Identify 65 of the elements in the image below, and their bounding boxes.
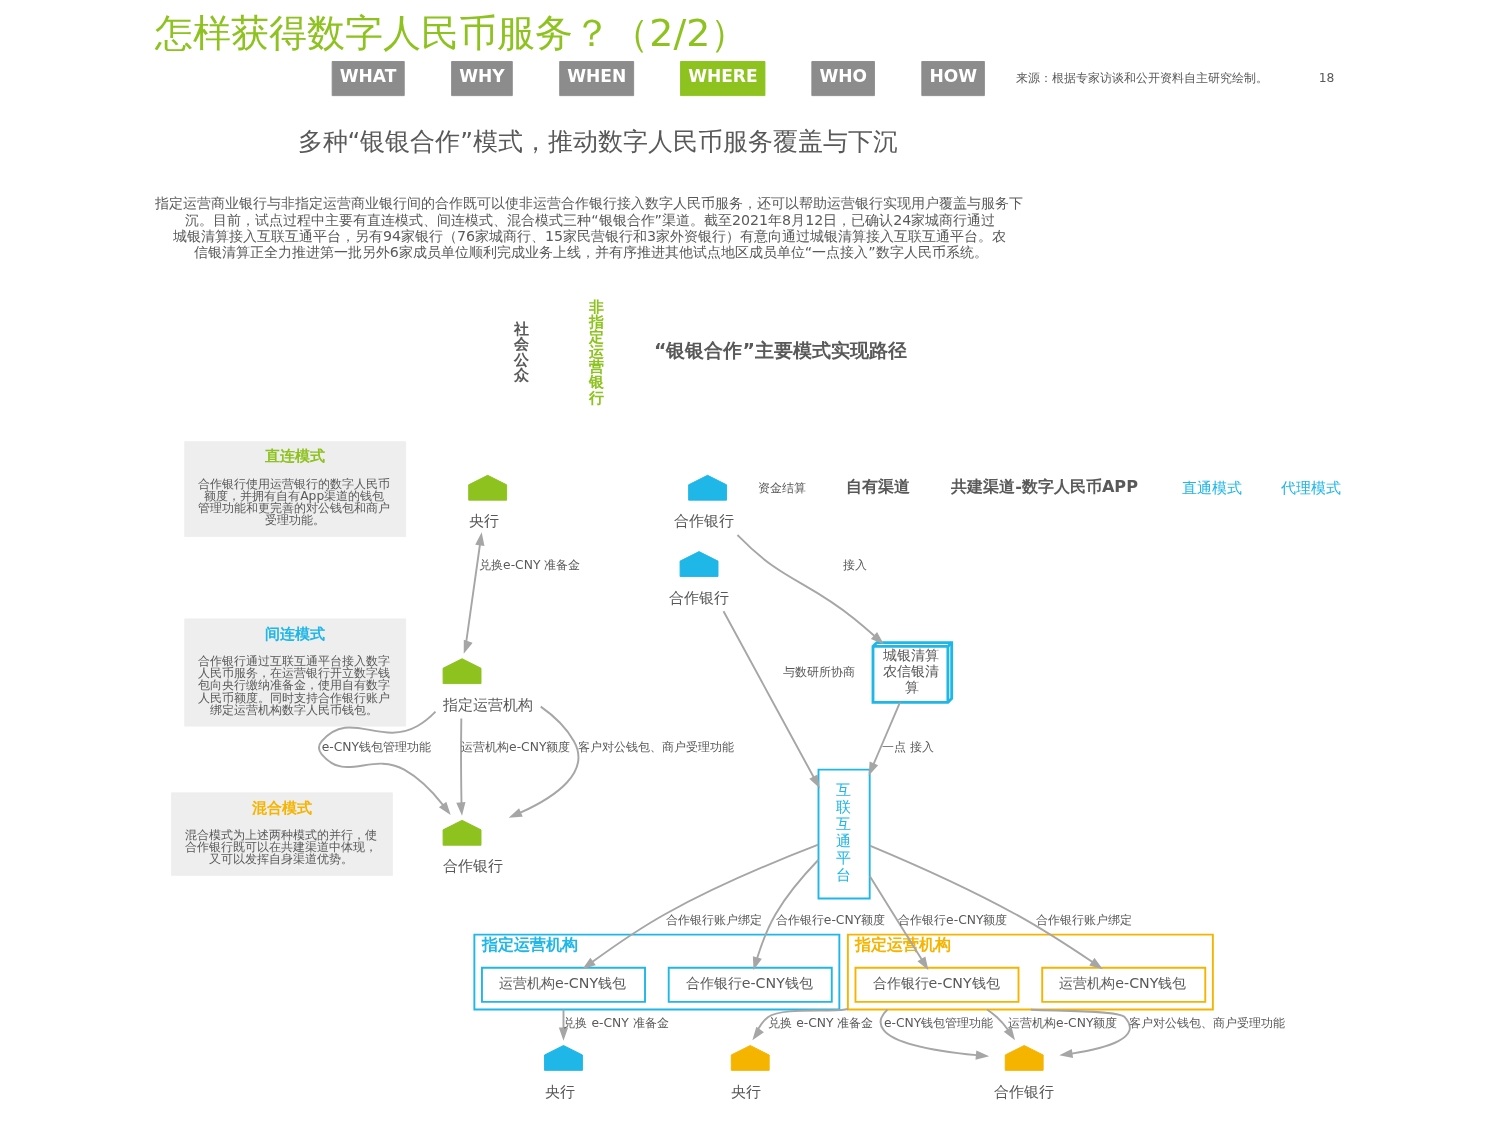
edge-label: 合作银行账户绑定 [665, 912, 762, 927]
arrow [986, 1008, 1016, 1041]
edge-label: 运营机构e-CNY额度 [1008, 1015, 1118, 1030]
node-label: 央行 [544, 1082, 575, 1101]
edge-label: 合作银行e-CNY额度 [898, 912, 1008, 927]
node-label: 合作银行 [993, 1082, 1054, 1101]
node-box: 间连模式 合作银行通过互联互通平台接入数字人民币服务，在运营银行开立数字钱包向央行缴纳准备金，使用自有数字人民币额度。同时支持合作银行账户绑定运营机构数字人民币钱包。 [184, 618, 407, 727]
label: 18 [1318, 70, 1335, 85]
arrow [752, 858, 820, 971]
label: WHERE [688, 65, 758, 86]
node-box: 互联互通平台 [817, 768, 871, 900]
arrow [868, 844, 1103, 970]
label: 资金结算 [757, 481, 806, 496]
label: WHAT [339, 65, 397, 86]
arrow [463, 532, 485, 654]
edge-label: 运营机构e-CNY额度 [461, 740, 571, 755]
node-box: 运营机构e-CNY钱包 [481, 966, 646, 1003]
arrow [752, 1008, 849, 1041]
edge-label: 客户对公钱包、商户受理功能 [1129, 1015, 1286, 1030]
node-label: 合作银行 [668, 588, 729, 607]
edge-label: 兑换 e-CNY 准备金 [768, 1015, 874, 1030]
node-box: 合作银行e-CNY钱包 [854, 966, 1020, 1003]
label: “银银合作”主要模式实现路径 [654, 339, 907, 362]
arrow [868, 875, 929, 971]
edge-label: e-CNY钱包管理功能 [883, 1015, 994, 1030]
label: 直通模式 [1181, 478, 1242, 497]
label: 代理模式 [1281, 478, 1342, 497]
node-label: 合作银行 [674, 512, 735, 531]
node-box: 合作银行e-CNY钱包 [667, 966, 833, 1003]
node-label: 央行 [468, 512, 499, 531]
edge-label: 客户对公钱包、商户受理功能 [577, 740, 734, 755]
node-label: 央行 [731, 1082, 762, 1101]
arrow [582, 843, 820, 970]
arrow [508, 705, 580, 818]
label: 多种“银银合作”模式，推动数字人民币服务覆盖与下沉 [297, 127, 899, 157]
node-label: 合作银行 [443, 857, 504, 876]
arrow [1029, 1008, 1131, 1059]
arrow [736, 534, 884, 645]
arrow [868, 701, 901, 776]
label: HOW [929, 65, 977, 86]
label: 指定运营商业银行与非指定运营商业银行间的合作既可以使非运营合作银行接入数字人民币服务，还可以帮助运营银行实现用户覆盖与服务下沉。目前，试点过程中主要有直连模式、间连模式、混合模式三种“银银合作”渠道。截至2021年8月12日，已确认24家城商行通过城银清算接入互联互通平台，另有94家银行（76家城商行、15家民营银行和3家外资银行）有意向通过城银清算接入互联互通平台。农信银清算正全力推进第一批另外6家成员单位顺利完成业务上线，并有序推进其他试点地区成员单位“一点接入”数字人民币系统。 [155, 195, 1024, 260]
arrow [558, 1008, 569, 1041]
label: WHY [459, 65, 505, 86]
node-box: 运营机构e-CNY钱包 [1041, 966, 1207, 1003]
label: 共建渠道-数字人民币APP [951, 476, 1138, 496]
label: 自有渠道 [845, 476, 910, 496]
diagram-title: 怎样获得数字人民币服务？（2/2） [155, 11, 749, 56]
label: 来源：根据专家访谈和公开资料自主研究绘制。 [1015, 70, 1268, 85]
edge-label: 合作银行e-CNY额度 [775, 912, 886, 927]
label: 非指定运营银行 [589, 297, 605, 407]
edge-label: 接入 [843, 557, 868, 572]
edge-label: 兑换 e-CNY 准备金 [563, 1015, 669, 1030]
edge-label: 兑换e-CNY 准备金 [479, 557, 581, 572]
label: WHO [819, 65, 867, 86]
arrow [879, 1008, 990, 1060]
edge-label: 合作银行账户绑定 [1035, 912, 1132, 927]
node-label: 指定运营机构 [443, 695, 534, 714]
label: 社会公众 [514, 320, 530, 384]
edge-label: 与数研所协商 [783, 664, 856, 679]
label: WHEN [567, 65, 627, 86]
arrow [456, 717, 466, 816]
edge-label: e-CNY钱包管理功能 [321, 740, 432, 755]
arrow [722, 610, 820, 789]
edge-label: 一点 接入 [882, 740, 934, 755]
arrow [317, 710, 451, 816]
